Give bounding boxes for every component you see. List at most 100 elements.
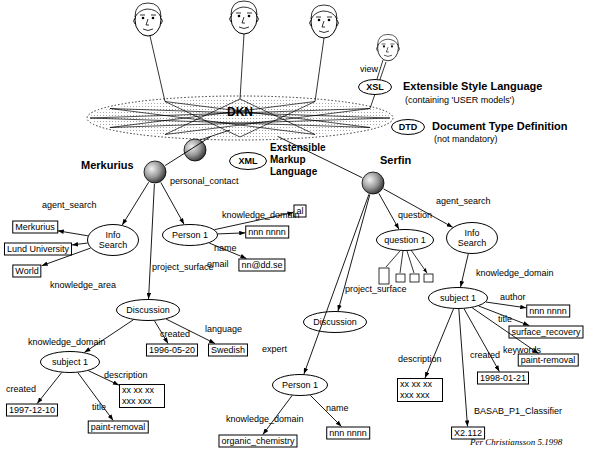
ellipse-shape (91, 100, 390, 137)
concept-ellipse: question 1 (376, 229, 434, 251)
node-body: XSL (358, 79, 392, 95)
ellipse-shape (117, 300, 180, 321)
note-label: (not mandatory) (434, 134, 498, 145)
network-star (90, 99, 390, 137)
answer-box (379, 268, 389, 284)
edge-label: author (500, 292, 526, 302)
person-face (230, 1, 259, 34)
ellipse-shape (88, 225, 139, 256)
edge-label: language (205, 324, 242, 334)
concept-ellipse: Info Search (87, 224, 139, 256)
value-box: Merkurius (12, 221, 58, 234)
edge-label: title (92, 402, 106, 412)
node-text: nnn nnnn (529, 306, 567, 317)
edge-label: created (470, 350, 500, 360)
node-text: nnn nnnn (248, 227, 286, 238)
value-box: 1996-05-20 (146, 344, 198, 357)
person-face (376, 34, 399, 60)
node-text: Info Search (455, 228, 489, 248)
node-text: xx xx xx xxx xxx (122, 385, 162, 407)
ellipse-shape (429, 288, 488, 309)
node-text: Discussion (126, 305, 170, 315)
edge-label: knowledge_domain (28, 337, 106, 347)
concept-ellipse: XML (229, 152, 267, 170)
node-text: organic_chemistry (221, 436, 294, 447)
edge-label: knowledge_area (50, 280, 116, 290)
edge-label: description (398, 354, 442, 364)
node-text: nnn nnnn (329, 428, 367, 439)
value-box: paint-removal (518, 354, 579, 367)
edge-label: project_surface (152, 262, 214, 272)
note-label: view (360, 64, 378, 75)
node-text: paint-removal (91, 422, 146, 433)
node-body: Info Search (87, 224, 139, 256)
edge-label: email (207, 259, 229, 269)
connector (310, 395, 341, 426)
connector (58, 231, 88, 236)
value-box: xx xx xx xxx xxx (397, 378, 443, 402)
agent-sphere: Serfin (361, 171, 385, 195)
value-box: organic_chemistry (218, 435, 297, 448)
connector (425, 309, 454, 378)
node-text: Lund University (7, 244, 69, 255)
answer-box (424, 274, 433, 282)
connector (464, 309, 499, 372)
connector (209, 243, 246, 258)
answer-box (410, 274, 419, 282)
node-heading: Merkurius (81, 159, 134, 171)
value-box: surface_recovery (508, 326, 583, 339)
value-box: nnn nnnn (526, 305, 570, 318)
edge-label: knowledge_domain (476, 268, 554, 278)
edge-label: created (6, 384, 36, 394)
value-box: xx xx xx xxx xxx (119, 384, 165, 408)
node-text: surface_recovery (511, 327, 580, 338)
ellipse-shape (304, 312, 367, 333)
node-body: question 1 (376, 229, 434, 251)
sphere-outline (143, 160, 167, 184)
node-text: 1998-01-21 (480, 373, 526, 384)
value-box: Swedish (208, 344, 248, 357)
agent-sphere (184, 139, 206, 161)
agent-sphere: Merkurius (143, 160, 167, 184)
edge-label: agent_search (436, 196, 491, 206)
concept-ellipse: Person 1 (272, 374, 328, 396)
node-text: xx xx xx xxx xxx (400, 379, 440, 401)
edge-label: description (104, 370, 148, 380)
node-text: X2.112 (454, 428, 482, 439)
connector (78, 373, 113, 421)
concept-ellipse: subject 1 (428, 287, 488, 309)
edge-label: agent_search (42, 200, 97, 210)
network-rim (87, 96, 393, 140)
node-text: 1996-05-20 (149, 345, 195, 356)
value-box: nn@dd.se (238, 259, 285, 272)
node-text: nn@dd.se (241, 260, 282, 271)
node-text: XML (239, 156, 258, 166)
agent-link (200, 130, 230, 140)
answer-box (396, 274, 405, 282)
node-text: XSL (366, 82, 384, 92)
node-text: 1997-12-10 (9, 405, 55, 416)
value-box: World (12, 265, 41, 278)
connector (218, 233, 245, 234)
person-face (310, 5, 339, 38)
connector (122, 182, 148, 225)
edge-label: name (214, 243, 237, 253)
sphere-shape (144, 161, 166, 183)
edge-label: created (160, 329, 190, 339)
node-body: XML (229, 152, 267, 170)
sphere-shape (362, 172, 384, 194)
node-text: Merkurius (15, 222, 55, 233)
concept-ellipse: Info Search (446, 222, 498, 254)
node-text: al (296, 206, 303, 217)
connector (161, 182, 184, 224)
connector (304, 194, 369, 374)
node-text: Person 1 (282, 380, 318, 390)
connector (214, 212, 293, 229)
user-link (150, 34, 386, 109)
node-body: Person 1 (272, 374, 328, 396)
node-text: subject 1 (440, 293, 476, 303)
node-text: Discussion (313, 317, 357, 327)
edge-label: question (398, 210, 432, 220)
connector (472, 308, 538, 354)
